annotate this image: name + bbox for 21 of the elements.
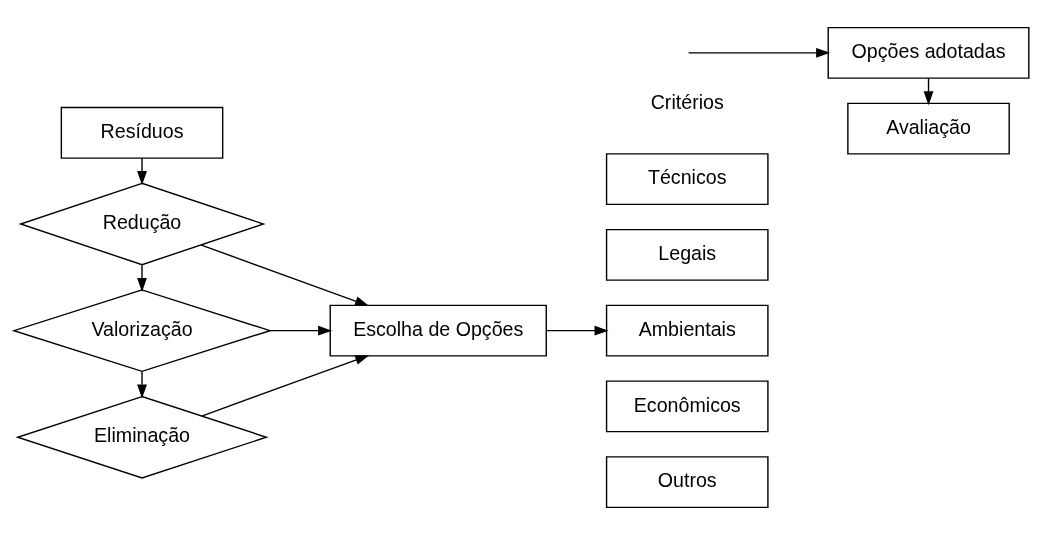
- node-box: Técnicos: [605, 153, 769, 206]
- arrow: [200, 244, 370, 306]
- arrow: [269, 325, 333, 336]
- node-box: Econômicos: [605, 380, 769, 433]
- node-diamond: Eliminação: [15, 395, 269, 479]
- node-box: Avaliação: [847, 102, 1010, 155]
- node-diamond: Redução: [18, 182, 266, 266]
- arrow: [137, 157, 147, 186]
- arrow: [545, 325, 609, 336]
- arrow: [201, 355, 370, 417]
- arrow: [137, 264, 147, 292]
- node-box: Outros: [605, 456, 769, 509]
- arrow: [137, 371, 147, 399]
- node-diamond: Valorização: [11, 289, 273, 373]
- arrow: [687, 47, 831, 58]
- node-box: Opções adotadas: [827, 26, 1030, 79]
- node-box: Ambientais: [605, 304, 769, 357]
- node-box: Legais: [605, 228, 769, 281]
- node-box: Escolha de Opções: [329, 304, 547, 357]
- label: Critérios: [650, 90, 724, 113]
- node-box: Resíduos: [60, 106, 224, 159]
